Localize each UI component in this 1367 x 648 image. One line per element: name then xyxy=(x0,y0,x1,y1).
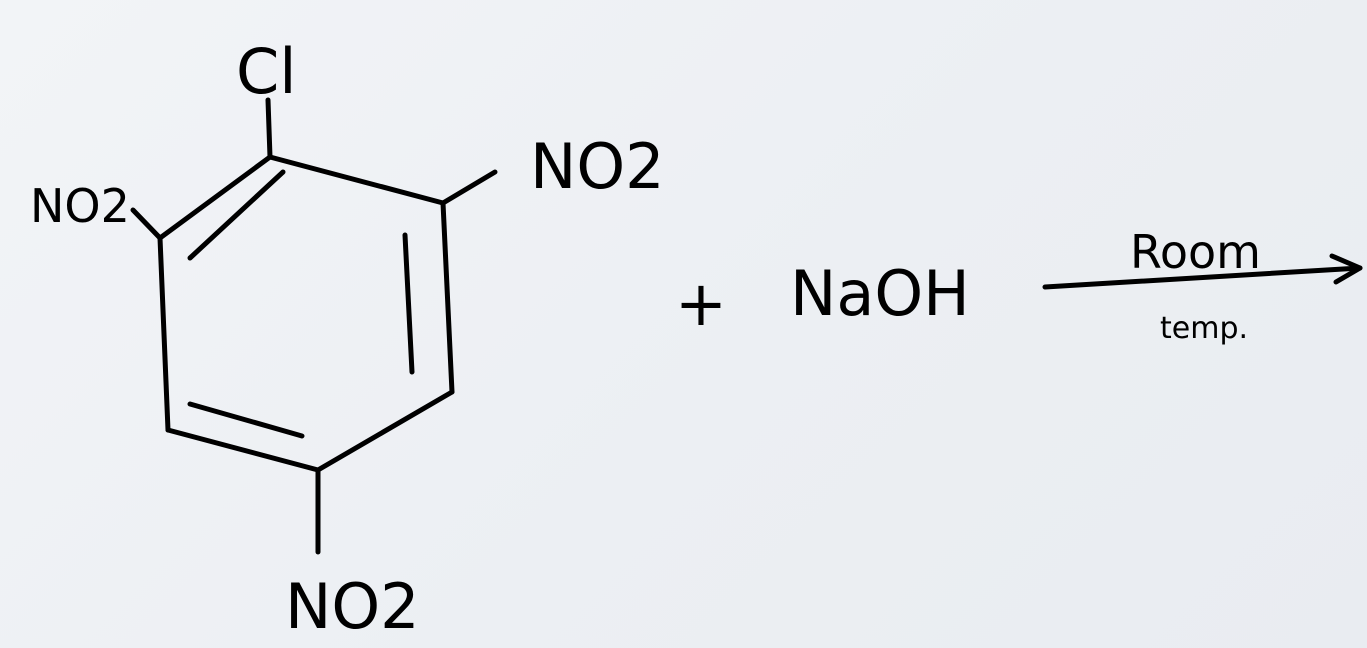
ring-bond-top-left xyxy=(157,154,273,241)
double-bond-inner-right xyxy=(402,232,415,375)
ring-bond-left xyxy=(157,235,171,433)
condition-top-label: Room xyxy=(1130,225,1261,279)
reaction-arrow xyxy=(1042,253,1363,290)
bond-to-no2-left xyxy=(130,207,163,241)
plus-sign: + xyxy=(675,267,727,340)
double-bond-inner-bottom xyxy=(187,401,305,439)
arrow-head-icon xyxy=(1329,253,1363,285)
arrow-shaft xyxy=(1042,265,1363,290)
bond-to-cl xyxy=(265,97,273,160)
ring-bond-bottom-right xyxy=(315,389,455,473)
ring-bond-right xyxy=(440,200,455,395)
substituent-cl-label: Cl xyxy=(236,35,297,108)
double-bond-inner-left xyxy=(187,169,286,261)
benzene-ring xyxy=(157,154,455,473)
bond-to-no2-right xyxy=(440,169,498,206)
substituent-no2-bottom-label: NO2 xyxy=(285,570,420,643)
ring-bond-bottom-left xyxy=(165,427,321,473)
substituent-no2-right-label: NO2 xyxy=(530,130,665,203)
reagent-label: NaOH xyxy=(790,257,970,330)
condition-bottom-label: temp. xyxy=(1160,311,1248,346)
substituent-no2-left-label: NO2 xyxy=(30,179,130,233)
ring-bond-top-right xyxy=(267,154,446,206)
